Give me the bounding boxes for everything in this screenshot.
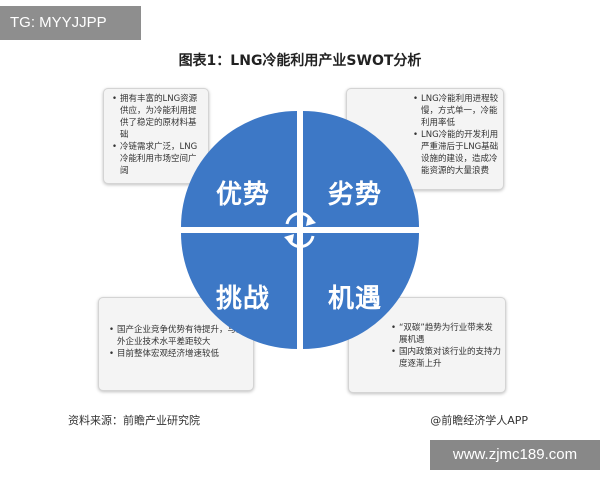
- cycle-arrows-icon: [284, 211, 316, 249]
- weaknesses-item: LNG冷能利用进程较慢，方式单一，冷能利用率低: [413, 93, 499, 129]
- credit-note: @前瞻经济学人APP: [430, 414, 528, 427]
- opportunities-item: “双碳”趋势为行业带来发展机遇: [391, 322, 501, 346]
- threats-item: 国产企业竞争优势有待提升，与国外企业技术水平差距较大: [109, 324, 249, 348]
- page-title: 图表1：LNG冷能利用产业SWOT分析: [178, 53, 422, 69]
- watermark-bottom: www.zjmc189.com: [430, 440, 600, 470]
- strengths-label: 优势: [215, 180, 270, 210]
- watermark-top: TG: MYYJJPP: [0, 6, 141, 40]
- opportunities-quadrant: [303, 233, 419, 349]
- opportunities-label: 机遇: [327, 284, 382, 314]
- strengths-item: 冷链需求广泛，LNG冷能利用市场空间广阔: [112, 141, 204, 177]
- threats-quadrant: [181, 233, 297, 349]
- opportunities-item: 国内政策对该行业的支持力度逐渐上升: [391, 346, 501, 370]
- weaknesses-label: 劣势: [327, 180, 382, 210]
- strengths-box: 拥有丰富的LNG资源供应，为冷能利用提供了稳定的原材料基础 冷链需求广泛，LNG…: [103, 88, 209, 184]
- source-note: 资料来源：前瞻产业研究院: [68, 414, 200, 427]
- strengths-item: 拥有丰富的LNG资源供应，为冷能利用提供了稳定的原材料基础: [112, 93, 204, 141]
- weaknesses-item: LNG冷能的开发利用严重滞后于LNG基础设施的建设，造成冷能资源的大量浪费: [413, 129, 499, 177]
- threats-label: 挑战: [215, 284, 270, 314]
- strengths-quadrant: [181, 111, 297, 227]
- threats-item: 目前整体宏观经济增速较低: [109, 348, 249, 360]
- weaknesses-quadrant: [303, 111, 419, 227]
